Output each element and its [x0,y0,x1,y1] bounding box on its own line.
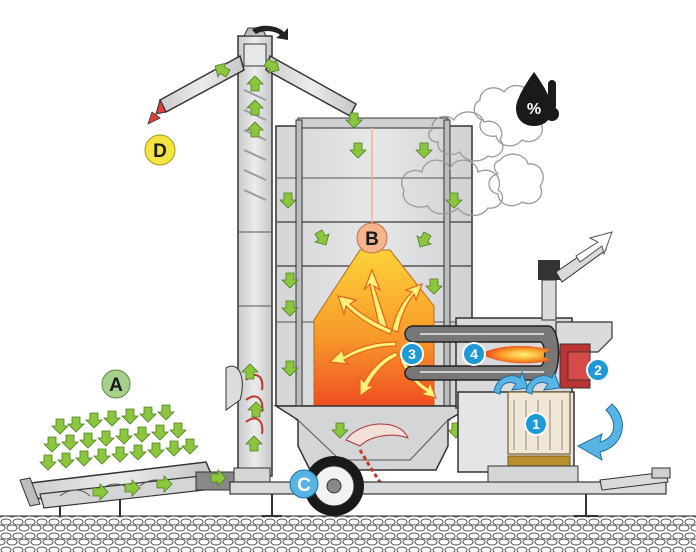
svg-text:B: B [365,229,379,250]
bottom-auger [345,423,409,447]
ground [0,516,696,552]
svg-text:A: A [109,375,123,396]
badge-3: 3 [400,342,424,366]
flame [480,345,552,364]
rotation-arrow-icon [252,25,288,40]
svg-text:2: 2 [594,362,602,378]
badge-1: 1 [524,412,548,436]
trailer-wheel [304,456,364,516]
discharge-spout-left [147,54,245,125]
svg-text:1: 1 [532,416,540,432]
humidity-percent: % [527,101,541,118]
exhaust-steam-clouds [401,84,547,217]
blue-airflow-arrows [493,370,623,462]
fire-tube [404,325,560,381]
label-B: B [356,222,388,254]
svg-text:4: 4 [470,346,478,362]
exhaust-arrow-icon [575,231,613,263]
badge-2: 2 [586,358,610,382]
badge-4: 4 [462,342,486,366]
humidity-thermometer-icon: % [516,72,559,126]
blue-airflow-arrow-icon [576,403,623,462]
svg-text:D: D [153,141,167,162]
label-D: D [144,134,176,166]
label-C: C [289,469,319,499]
discharge-spout-right [261,54,363,129]
svg-text:3: 3 [408,346,416,362]
label-A: A [101,369,131,399]
dryer-bin [273,117,475,489]
svg-text:C: C [297,475,311,496]
